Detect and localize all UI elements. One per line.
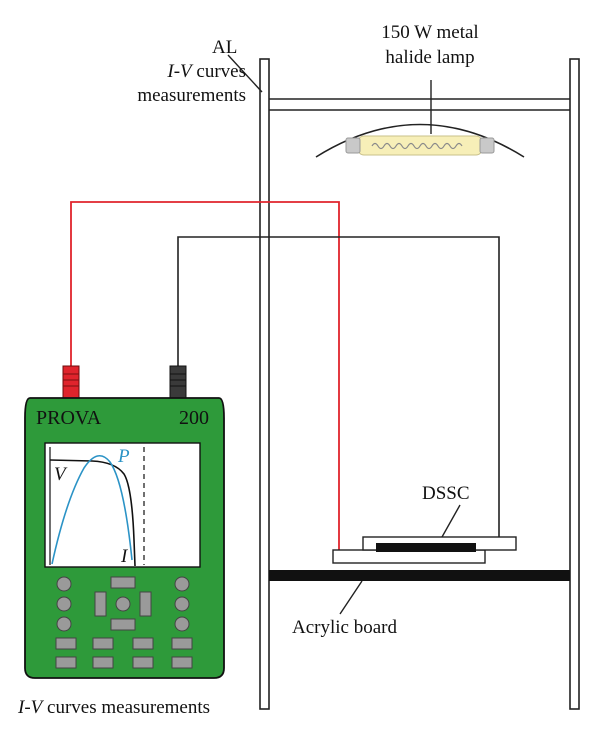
- al-leader-line: [227, 54, 263, 93]
- power-curve: [51, 455, 133, 565]
- dpad-left-button[interactable]: [94, 591, 107, 617]
- button-round-l1[interactable]: [56, 576, 72, 592]
- button-round-l3[interactable]: [56, 616, 72, 632]
- label-iv-top-line2: measurements: [137, 85, 246, 106]
- dpad-down-button[interactable]: [110, 618, 136, 631]
- dssc-assembly: [332, 504, 517, 564]
- dssc-active-layer: [376, 543, 476, 552]
- label-acrylic: Acrylic board: [292, 617, 397, 638]
- dpad-right-button[interactable]: [139, 591, 152, 617]
- lamp-cap-right: [479, 137, 495, 154]
- button-round-r1[interactable]: [174, 576, 190, 592]
- key-r1-c4[interactable]: [171, 637, 193, 650]
- dpad-up-button[interactable]: [110, 576, 136, 589]
- lamp-filament: [371, 142, 463, 150]
- left-post: [259, 58, 270, 710]
- key-r1-c2[interactable]: [92, 637, 114, 650]
- iv-curve: [49, 459, 136, 567]
- label-al: AL: [212, 37, 237, 58]
- key-r2-c4[interactable]: [171, 656, 193, 669]
- label-dssc: DSSC: [422, 483, 470, 504]
- enclosure-frame: [259, 58, 580, 710]
- label-lamp-line2: halide lamp: [385, 47, 474, 68]
- curve-label-v: V: [54, 464, 68, 485]
- button-round-r3[interactable]: [174, 616, 190, 632]
- black-wire: [177, 236, 500, 538]
- key-r2-c3[interactable]: [132, 656, 154, 669]
- key-r2-c2[interactable]: [92, 656, 114, 669]
- label-iv-top-line1: I-V curves: [166, 61, 246, 82]
- dpad-center-button[interactable]: [115, 596, 131, 612]
- curve-label-p: P: [117, 446, 130, 467]
- key-r1-c1[interactable]: [55, 637, 77, 650]
- device-screen: [44, 442, 201, 568]
- button-round-l2[interactable]: [56, 596, 72, 612]
- black-terminal: [169, 365, 187, 399]
- reflector-arc: [315, 123, 525, 158]
- label-iv-bottom: I-V curves measurements: [17, 697, 210, 718]
- red-wire: [70, 201, 340, 552]
- button-round-r2[interactable]: [174, 596, 190, 612]
- dssc-leader-line: [441, 504, 461, 538]
- prova-device: PROVA 200 V P I: [24, 365, 225, 679]
- red-terminal: [62, 365, 80, 399]
- right-post: [569, 58, 580, 710]
- device-model: 200: [179, 407, 209, 429]
- label-lamp-line1: 150 W metal: [381, 22, 478, 43]
- key-r2-c1[interactable]: [55, 656, 77, 669]
- acrylic-board: [269, 570, 570, 581]
- acrylic-leader-line: [339, 580, 363, 615]
- device-brand: PROVA: [36, 407, 102, 429]
- key-r1-c3[interactable]: [132, 637, 154, 650]
- lamp-cap-left: [345, 137, 361, 154]
- metal-halide-lamp: [315, 80, 525, 158]
- curve-label-i: I: [120, 546, 129, 567]
